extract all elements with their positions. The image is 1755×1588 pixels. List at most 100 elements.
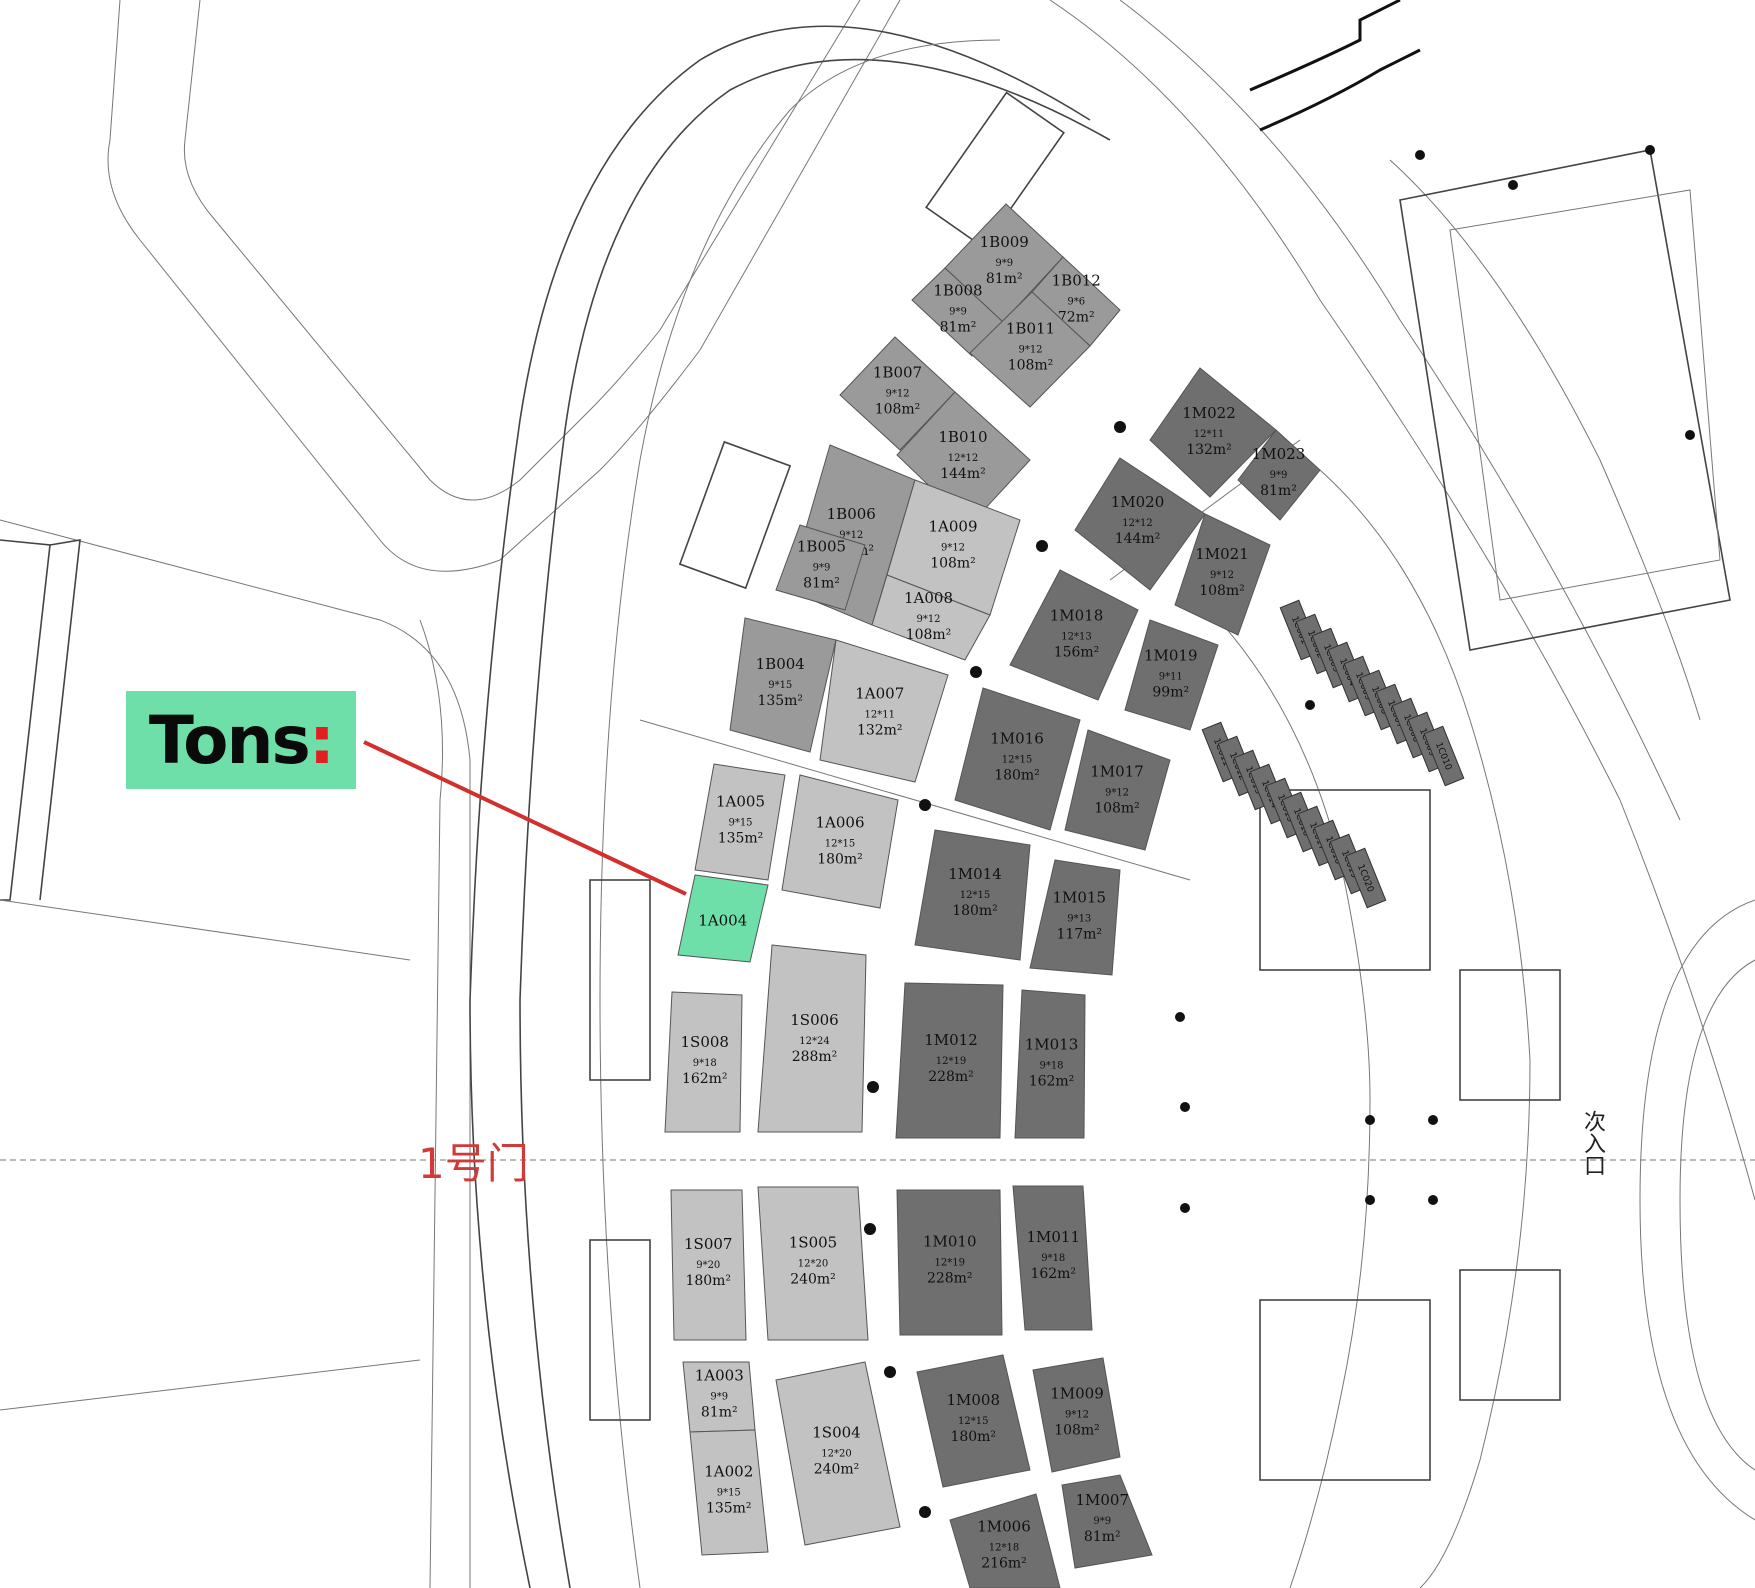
booth-id-label: 1M011 <box>1026 1228 1080 1246</box>
booth-shape[interactable] <box>729 617 837 753</box>
booth-shape[interactable] <box>670 1189 747 1341</box>
booth-shape[interactable] <box>1124 619 1219 731</box>
booth-1a004[interactable]: 1A004 <box>677 874 769 963</box>
booth-dimension-label: 12*15 <box>960 890 990 901</box>
booth-shape[interactable] <box>914 829 1031 961</box>
booth-shape[interactable] <box>1012 1185 1093 1331</box>
booth-shape[interactable] <box>775 524 866 611</box>
booth-shape[interactable] <box>949 1493 1061 1588</box>
booth-shape[interactable] <box>895 982 1004 1139</box>
booth-shape[interactable] <box>781 774 899 909</box>
booth-area-label: 216m² <box>981 1556 1027 1572</box>
booth-area-label: 81m² <box>986 271 1023 287</box>
booth-area-label: 108m² <box>1199 583 1245 599</box>
booth-shape[interactable] <box>757 944 867 1133</box>
booth-shape[interactable] <box>775 1361 901 1546</box>
booth-shape[interactable] <box>1149 367 1277 498</box>
booth-shape[interactable] <box>839 336 956 451</box>
booth-area-label: 108m² <box>930 556 976 572</box>
booth-shape[interactable] <box>911 267 1004 357</box>
booth-shape[interactable] <box>694 763 786 881</box>
booth-dimension-label: 9*11 <box>1159 671 1183 682</box>
booth-dimension-label: 12*15 <box>825 838 855 849</box>
booth-dimension-label: 9*12 <box>916 614 940 625</box>
small-booth-1c020[interactable]: 1C020 <box>1345 847 1387 909</box>
booth-id-label: 1B009 <box>980 233 1029 251</box>
booth-id-label: 1M010 <box>923 1233 977 1251</box>
booth-dimension-label: 12*12 <box>1122 518 1152 529</box>
small-booth-shape[interactable] <box>1423 725 1465 787</box>
booth-shape[interactable] <box>916 1354 1031 1488</box>
booth-area-label: 135m² <box>706 1500 752 1516</box>
booth-id-label: 1M023 <box>1252 445 1306 463</box>
booth-shape[interactable] <box>1032 1357 1121 1473</box>
booth-shape[interactable] <box>757 1186 869 1341</box>
booth-shape[interactable] <box>1064 729 1171 851</box>
booth-shape[interactable] <box>1237 429 1321 521</box>
booth-id-label: 1M007 <box>1075 1491 1129 1509</box>
booth-dimension-label: 12*12 <box>948 453 978 464</box>
booth-shape[interactable] <box>1009 569 1139 701</box>
small-booth-shape[interactable] <box>1345 847 1387 909</box>
booth-shape[interactable] <box>1029 859 1121 976</box>
booth-id-label: 1B007 <box>873 364 922 382</box>
booth-dimension-label: 9*12 <box>1018 345 1042 356</box>
booth-shape[interactable] <box>1061 1474 1153 1569</box>
booth-shape[interactable] <box>954 687 1081 831</box>
small-booth-1c010[interactable]: 1C010 <box>1423 725 1465 787</box>
booth-shape[interactable] <box>896 1189 1003 1336</box>
booth-shape[interactable] <box>1074 457 1206 591</box>
booth-shape[interactable] <box>664 991 743 1133</box>
booth-shape[interactable] <box>689 1429 769 1556</box>
booth-shape[interactable] <box>677 874 769 963</box>
booth-shape[interactable] <box>969 291 1091 408</box>
booth-shape[interactable] <box>871 574 991 661</box>
booth-area-label: 108m² <box>1094 801 1140 817</box>
booth-shape[interactable] <box>819 639 949 783</box>
booth-area-label: 108m² <box>906 627 952 643</box>
booth-area-label: 135m² <box>718 830 764 846</box>
booth-shape[interactable] <box>1174 513 1271 636</box>
booth-id-label: 1S004 <box>812 1424 860 1442</box>
booth-dimension-label: 9*12 <box>1210 570 1234 581</box>
booth-shape[interactable] <box>1014 989 1086 1139</box>
